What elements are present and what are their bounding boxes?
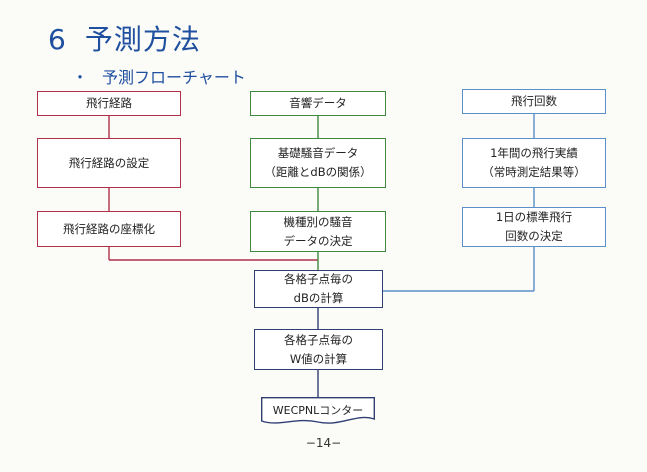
basic-noise-data-note: （距離とdBの関係）	[264, 165, 372, 179]
daily-flight-count-box: 1日の標準飛行 回数の決定	[462, 207, 606, 247]
annual-flight-record-label: 1年間の飛行実績	[490, 146, 578, 160]
page-number: −14−	[305, 436, 342, 450]
daily-flight-count-line2: 回数の決定	[505, 229, 563, 243]
annual-flight-record-note: （常時測定結果等）	[482, 165, 586, 179]
flight-path-coordinate-box: 飛行経路の座標化	[37, 211, 181, 247]
flight-path-header: 飛行経路	[37, 91, 181, 116]
basic-noise-data-box: 基礎騒音データ （距離とdBの関係）	[250, 138, 386, 188]
subtitle: ・予測フローチャート	[72, 64, 246, 88]
flight-path-header-label: 飛行経路	[86, 96, 132, 110]
db-calculation-line1: 各格子点毎の	[284, 272, 353, 286]
document-shape-icon	[261, 397, 375, 424]
flight-count-header-label: 飛行回数	[511, 94, 557, 108]
db-calculation-box: 各格子点毎の dBの計算	[254, 270, 383, 308]
flight-path-setting-box: 飛行経路の設定	[37, 138, 181, 188]
subtitle-text: 予測フローチャート	[102, 68, 246, 87]
w-value-calculation-line2: W値の計算	[289, 351, 348, 366]
section-number: 6	[48, 23, 67, 56]
page-title: 6 予測方法	[48, 18, 201, 58]
w-value-calculation-box: 各格子点毎の W値の計算	[254, 329, 383, 370]
annual-flight-record-box: 1年間の飛行実績 （常時測定結果等）	[462, 138, 606, 188]
acoustic-data-header-label: 音響データ	[289, 96, 347, 110]
aircraft-noise-data-box: 機種別の騒音 データの決定	[250, 211, 386, 252]
aircraft-noise-data-line2: データの決定	[283, 233, 353, 248]
w-value-calculation-line1: 各格子点毎の	[284, 332, 353, 347]
basic-noise-data-label: 基礎騒音データ	[277, 146, 359, 160]
flight-path-setting-label: 飛行経路の設定	[68, 155, 150, 170]
section-title: 予測方法	[84, 23, 201, 56]
wecpnl-contour-output: WECPNLコンター	[261, 397, 375, 427]
db-calculation-line2: dBの計算	[293, 291, 344, 305]
daily-flight-count-line1: 1日の標準飛行	[495, 210, 573, 224]
flight-path-coordinate-label: 飛行経路の座標化	[63, 221, 155, 236]
aircraft-noise-data-line1: 機種別の騒音	[283, 214, 353, 229]
acoustic-data-header: 音響データ	[250, 91, 386, 116]
bullet-marker: ・	[72, 68, 89, 87]
wecpnl-contour-label: WECPNLコンター	[272, 404, 364, 417]
flight-count-header: 飛行回数	[462, 89, 606, 114]
